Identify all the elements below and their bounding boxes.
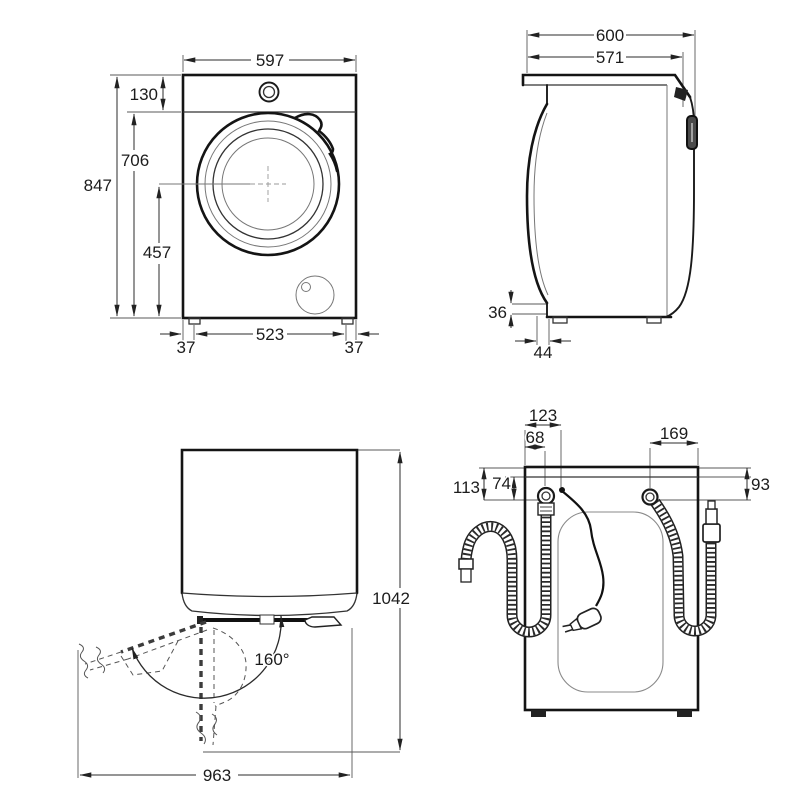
drain-outlet-center <box>541 491 551 501</box>
door-center-crosshair <box>250 166 286 202</box>
dim-front-feet-span: 523 <box>256 325 284 344</box>
door-position-160 <box>120 620 207 654</box>
pump-filter-icon <box>295 275 335 315</box>
dim-rear-inlet-offset: 169 <box>660 424 688 443</box>
dim-front-door-center-bottom: 457 <box>143 243 171 262</box>
cord-cable <box>561 490 605 607</box>
door-swing-positions <box>78 620 247 746</box>
rear-foot-left <box>531 710 546 717</box>
break-line-bottom-2 <box>211 713 218 736</box>
inlet-connector-body <box>702 523 721 543</box>
dim-depth-door-open: 1042 <box>372 589 410 608</box>
front-foot-left <box>188 317 201 325</box>
break-line-bottom <box>195 711 206 745</box>
dim-rear-inlet-drop: 93 <box>751 475 770 494</box>
dim-front-height: 847 <box>84 176 112 195</box>
inlet-outlet-ring <box>641 488 659 506</box>
inlet-hose <box>641 488 721 637</box>
power-plug-icon <box>562 607 602 633</box>
rear-access-panel <box>557 511 664 693</box>
dim-side-door-protrusion: 44 <box>534 343 553 362</box>
dim-front-foot-left: 37 <box>177 338 196 357</box>
door-handle <box>293 112 339 173</box>
rear-cabinet <box>523 465 700 712</box>
dim-opening-angle: 160° <box>254 650 289 669</box>
open-dimensions: 1042 963 <box>79 451 411 787</box>
open-cabinet-top <box>180 448 359 595</box>
rear-dimensions: 123 68 169 113 74 93 <box>451 405 771 501</box>
side-dimensions: 600 571 36 44 <box>487 25 695 364</box>
dim-side-base-recess: 36 <box>488 303 507 322</box>
front-foot-right <box>341 317 354 325</box>
inlet-outlet-center <box>645 492 655 502</box>
inlet-connector-neck <box>705 508 718 525</box>
side-view: 600 571 36 44 <box>487 25 698 364</box>
side-top-panel <box>521 73 692 99</box>
inlet-connector-tip <box>707 500 716 510</box>
side-foot-back <box>646 316 662 324</box>
front-cabinet <box>181 73 358 320</box>
side-foot-front <box>552 316 568 324</box>
dim-side-top-depth: 571 <box>596 48 624 67</box>
side-door-bulge <box>525 102 549 305</box>
dim-front-foot-right: 37 <box>345 338 364 357</box>
open-door-handle <box>304 616 343 628</box>
dim-rear-cord-offset: 123 <box>529 406 557 425</box>
side-extension-lines <box>512 30 696 345</box>
front-view: 597 847 130 706 457 523 37 37 <box>82 50 379 359</box>
front-extension-lines <box>110 55 357 341</box>
drain-hose-end-fitting <box>458 558 474 570</box>
dim-width-door-open: 963 <box>203 766 231 785</box>
open-door-latch <box>259 614 275 625</box>
drain-hose-clip <box>537 502 555 516</box>
dim-rear-drain-offset: 68 <box>526 428 545 447</box>
detergent-knob-icon <box>258 81 280 103</box>
drain-hose <box>458 486 556 638</box>
door-swing-arc <box>131 615 285 699</box>
break-line-left-2 <box>95 646 106 674</box>
side-door-rim <box>533 112 549 296</box>
dim-front-width: 597 <box>256 51 284 70</box>
side-back-edge <box>665 96 695 318</box>
dim-rear-drain-drop: 113 <box>453 478 480 497</box>
front-dimensions: 597 847 130 706 457 523 37 37 <box>82 50 379 359</box>
open-door-view: 160° 1042 963 <box>77 448 411 787</box>
rear-view: 123 68 169 113 74 93 <box>451 405 771 717</box>
open-extension-lines <box>77 449 400 778</box>
rear-foot-right <box>677 710 692 717</box>
dim-front-door-center-top: 706 <box>121 151 149 170</box>
drain-outlet-ring <box>536 486 556 506</box>
rear-extension-lines <box>479 430 751 501</box>
power-cord <box>559 487 605 633</box>
break-line-left <box>78 643 89 679</box>
drain-hose-clip-ribs <box>540 506 552 512</box>
open-front-curve-upper <box>181 592 358 598</box>
dim-rear-drain-drop-edge: 74 <box>492 474 511 493</box>
dim-side-depth-total: 600 <box>596 26 624 45</box>
dim-front-top-offset: 130 <box>130 85 158 104</box>
door <box>159 111 341 257</box>
side-hose-clip <box>674 87 688 101</box>
drain-hose-end-spout <box>460 568 472 583</box>
